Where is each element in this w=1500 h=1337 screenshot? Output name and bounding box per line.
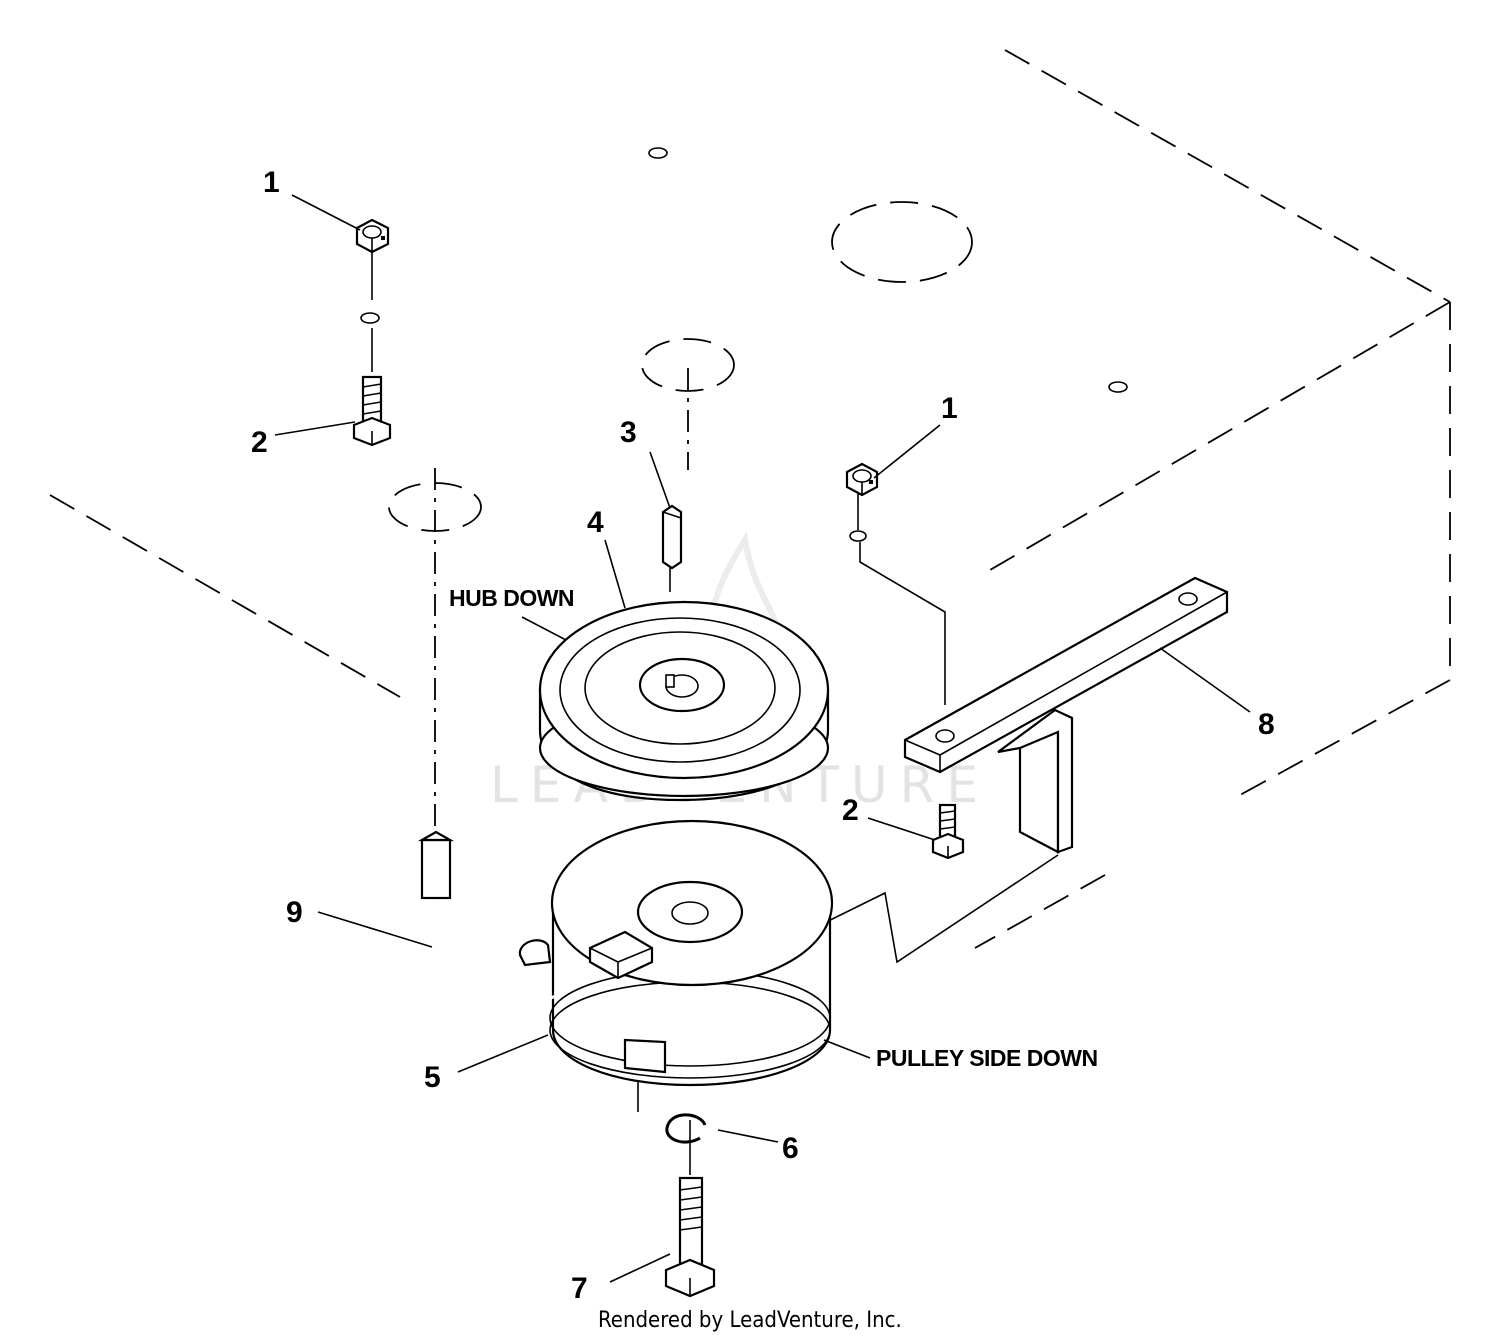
leader-lines: [274, 194, 1251, 1283]
callout-8: 8: [1258, 708, 1275, 741]
clutch-bracket: [903, 576, 1229, 854]
wire-harness: [417, 830, 601, 1007]
callout-4: 4: [587, 506, 604, 539]
bolt-left: [352, 375, 392, 447]
spindle-hole: [641, 338, 735, 392]
callout-5: 5: [424, 1061, 441, 1094]
callout-2-left: 2: [251, 426, 268, 459]
label-pulley-side-down: PULLEY SIDE DOWN: [876, 1045, 1098, 1071]
deck-hole-small: [1108, 381, 1128, 393]
callout-2-right: 2: [842, 794, 859, 827]
washer-left: [360, 312, 380, 324]
credit-text: Rendered by LeadVenture, Inc.: [598, 1308, 902, 1333]
electric-clutch: [518, 819, 834, 1087]
deck-hole-small: [648, 147, 668, 159]
locknut-right: [845, 462, 879, 497]
bolt-clutch: [664, 1176, 716, 1298]
pulley: [538, 600, 830, 802]
label-hub-down: HUB DOWN: [449, 585, 574, 611]
callout-7: 7: [571, 1272, 588, 1305]
bolt-right: [931, 803, 965, 860]
washer-right: [849, 530, 867, 542]
locknut-left: [355, 218, 390, 254]
callout-1-right: 1: [941, 392, 958, 425]
callout-3: 3: [620, 416, 637, 449]
callout-1-left: 1: [263, 166, 280, 199]
deck-hole-large: [831, 201, 973, 283]
retaining-ring: [665, 1113, 707, 1144]
key: [661, 504, 683, 570]
callout-9: 9: [286, 896, 303, 929]
callout-6: 6: [782, 1132, 799, 1165]
